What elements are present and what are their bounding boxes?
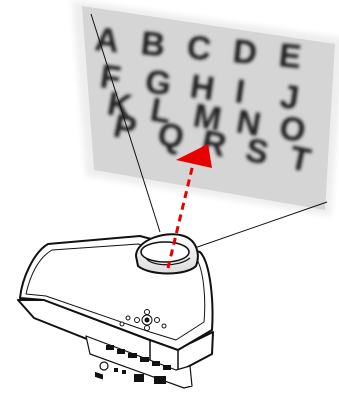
screen-letter: A [93, 20, 121, 59]
screen-letter: C [185, 28, 213, 67]
lens-glass [141, 242, 189, 262]
screen-letter: B [139, 24, 167, 63]
screen-letter: E [277, 36, 303, 75]
screen-letter: D [231, 32, 259, 71]
beam-line-right [186, 202, 327, 251]
projector-icon [18, 234, 213, 388]
